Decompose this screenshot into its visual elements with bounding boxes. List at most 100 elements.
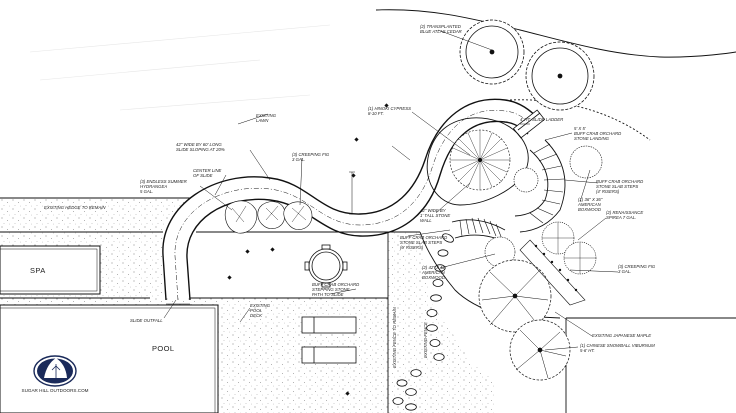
callout-line: WALL	[420, 218, 432, 223]
fence-note-left: EXISTING FENCE TO REMAIN	[392, 306, 397, 368]
callout-line: POOL	[250, 308, 263, 313]
boxwood-shrubs	[484, 145, 603, 268]
blue-atlas-cedar-2	[525, 41, 595, 111]
callout-line: AMERICAN	[577, 202, 602, 207]
callout-line: HYDRANGEA	[140, 184, 167, 189]
stepping-stone-path	[392, 233, 454, 411]
hydrangea-shrubs	[225, 200, 313, 234]
callout-line: SPIREA 7 GAL.	[606, 215, 636, 220]
callout-line: (3) CREEPING FIG	[618, 264, 656, 269]
callout-slide-ladder: 4' HT. SLIDE LADDER	[520, 117, 563, 122]
patio-table	[304, 244, 348, 288]
callout-line: STONE SLAB STEPS	[596, 184, 638, 189]
callout-line: (2) TRANSPLANTED	[420, 24, 461, 29]
callout-line: BOXWOOD	[422, 275, 445, 280]
callout-line: EXISTING	[256, 113, 277, 118]
callout-line: EXISTING	[250, 303, 271, 308]
callout-line: STONE SLAB STEPS	[400, 240, 442, 245]
japanese-maple	[478, 259, 552, 333]
callout-line: BUFF CRAB ORCHARD	[312, 282, 359, 287]
callout-line: BOXWOOD	[578, 207, 601, 212]
callout-line: SLIDE OUTFALL	[130, 318, 163, 323]
callout-line: (1) CHINESE SNOWBALL VIBURNUM	[580, 343, 655, 348]
callout-line: STEPPING STONE	[312, 287, 350, 292]
callout-line: (6' RISERS)	[400, 245, 424, 250]
blue-atlas-cedar-1	[459, 19, 525, 85]
dimension-marks	[166, 145, 411, 305]
callout-line: (3) CREEPING FIG	[292, 152, 330, 157]
spa-label: SPA	[30, 266, 46, 275]
callout-line: BUFF CRAB ORCHARD	[596, 179, 643, 184]
spa-outline	[0, 245, 101, 295]
callout-hedge-to-remain: EXISTING HEDGE TO REMAIN	[44, 205, 106, 210]
callout-line: STONE LANDING	[574, 136, 610, 141]
callout-line: BLUE ATLAS CEDAR	[420, 29, 462, 34]
property-lines	[0, 197, 736, 413]
callout-line: 42" WIDE BY 60' LONG	[176, 142, 222, 147]
upper-walk-paving	[0, 198, 190, 232]
callout-line: CENTER LINE	[193, 168, 222, 173]
callout-line: (4' RISERS)	[596, 189, 620, 194]
spirea-shrubs	[541, 221, 597, 275]
callout-line: (3) ENDLESS SUMMER	[140, 179, 187, 184]
callout-line: 5-6' HT.	[580, 348, 595, 353]
pool-outline	[0, 304, 219, 413]
creeping-fig-band	[519, 239, 586, 306]
callout-line: LAWN	[256, 118, 269, 123]
company-logo: SUGAR HILL OUTDOORS.COM	[22, 355, 89, 393]
callout-leaders	[163, 29, 619, 351]
callout-line: OF SLIDE	[193, 173, 213, 178]
sheet-guidelines	[29, 24, 331, 111]
callout-japanese-maple: EXISTING JAPANESE MAPLE	[592, 333, 651, 338]
callout-line: 42" WIDE BY	[420, 208, 447, 213]
callout-line: (2) 42" X 42"	[422, 265, 447, 270]
pool-label: POOL	[152, 344, 174, 353]
callout-line: (1) 36" X 36"	[578, 197, 603, 202]
callout-slide-outfall: SLIDE OUTFALL	[130, 318, 163, 323]
callout-line: SLIDE SLOPING AT 20%	[176, 147, 225, 152]
chaise-lounges	[301, 316, 357, 364]
callout-line: 5 GAL.	[140, 189, 153, 194]
callout-line: DECK	[250, 313, 263, 318]
callout-line: BUFF CRAB ORCHARD	[400, 235, 447, 240]
callout-line: 3 GAL.	[292, 157, 305, 162]
fence-note-right: EXISTING FENCE	[423, 322, 428, 358]
stone-slab-steps-right	[514, 139, 566, 233]
callout-line: 1' TALL STONE	[420, 213, 450, 218]
callout-line: (1) HINOKI CYPRESS	[368, 106, 411, 111]
callout-line: (2) RENAISSANCE	[606, 210, 643, 215]
callout-line: 4' HT. SLIDE LADDER	[520, 117, 563, 122]
callout-line: PATH TO SLIDE	[312, 292, 344, 297]
hinoki-cypress	[449, 129, 511, 191]
callout-line: 3 GAL.	[618, 269, 631, 274]
callout-line: 5' X 5'	[574, 126, 586, 131]
callout-line: BUFF CRAB ORCHARD	[574, 131, 621, 136]
callout-line: 8-10 FT.	[368, 111, 384, 116]
company-logo-text: SUGAR HILL OUTDOORS.COM	[22, 388, 89, 393]
snowball-viburnum	[509, 319, 571, 381]
callout-line: EXISTING JAPANESE MAPLE	[592, 333, 651, 338]
callout-line: EXISTING HEDGE TO REMAIN	[44, 205, 106, 210]
callout-line: AMERICAN	[421, 270, 446, 275]
